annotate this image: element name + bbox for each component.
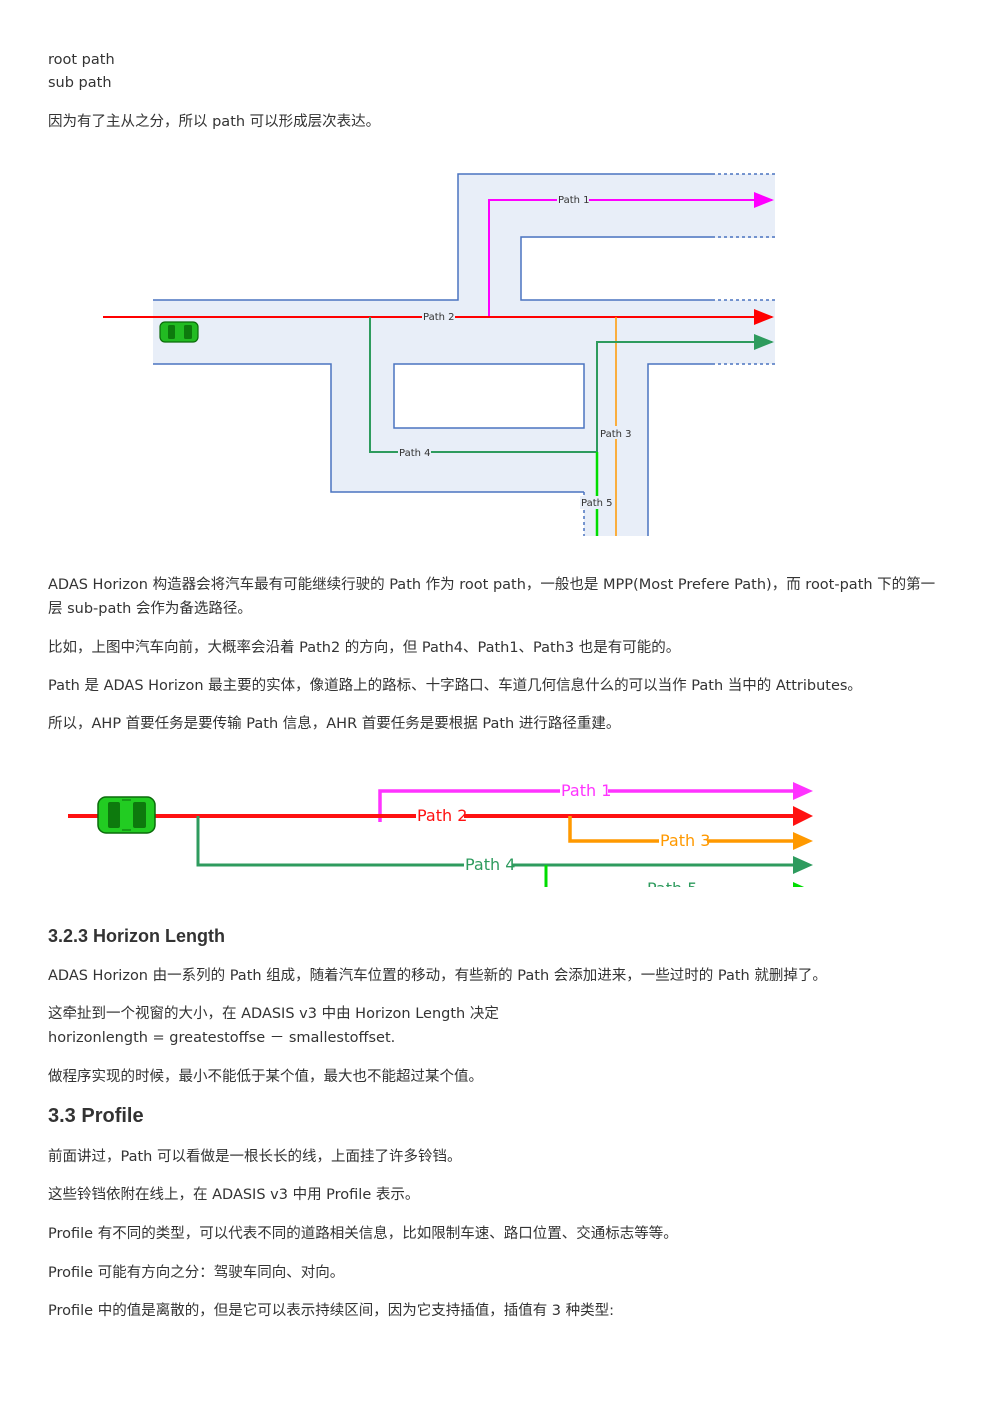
paragraph-implementation-limits: 做程序实现的时候，最小不能低于某个值，最大也不能超过某个值。 xyxy=(48,1069,483,1085)
tree-path-3-label: Path 3 xyxy=(660,831,710,850)
paragraph-profile-interpolation: Profile 中的值是离散的，但是它可以表示持续区间，因为它支持插值，插值有 … xyxy=(48,1303,615,1319)
intro-line-root-path: root path xyxy=(48,52,115,68)
path-4-label: Path 4 xyxy=(399,448,431,459)
section-title-horizon-length: 3.2.3 Horizon Length xyxy=(48,926,226,946)
path-2-label: Path 2 xyxy=(423,312,455,323)
paragraph-profile-intro: 前面讲过，Path 可以看做是一根长长的线，上面挂了许多铃铛。 xyxy=(48,1149,462,1165)
tree-path-2-label: Path 2 xyxy=(417,806,467,825)
horizon-length-formula: horizonlength = greatestoffse － smallest… xyxy=(48,1030,396,1046)
tree-path-3-arrow xyxy=(793,832,813,850)
car-icon xyxy=(97,796,156,834)
path-3-label: Path 3 xyxy=(600,429,632,440)
path-1-label: Path 1 xyxy=(558,195,590,206)
tree-path-1-line xyxy=(378,789,796,822)
tree-path-4-label: Path 4 xyxy=(465,855,515,874)
road-block-inner xyxy=(393,363,585,429)
paragraph-viewport-size: 这牵扯到一个视窗的大小，在 ADASIS v3 中由 Horizon Lengt… xyxy=(48,1006,499,1022)
paragraph-profile-bells: 这些铃铛依附在线上，在 ADASIS v3 中用 Profile 表示。 xyxy=(48,1187,420,1203)
paragraph-profile-direction: Profile 可能有方向之分：驾驶车同向、对向。 xyxy=(48,1265,345,1281)
paragraph-profile-types: Profile 有不同的类型，可以代表不同的道路相关信息，比如限制车速、路口位置… xyxy=(48,1226,678,1242)
car-icon xyxy=(159,321,199,343)
path-label-bg xyxy=(398,193,632,509)
section-title-profile: 3.3 Profile xyxy=(48,1105,144,1127)
tree-path-3-line xyxy=(568,816,796,843)
tree-path-1-label: Path 1 xyxy=(561,781,611,800)
tree-path-4-line xyxy=(196,816,796,867)
paragraph-root-path: ADAS Horizon 构造器会将汽车最有可能继续行驶的 Path 作为 ro… xyxy=(48,577,936,617)
intro-line-hierarchy: 因为有了主从之分，所以 path 可以形成层次表达。 xyxy=(48,114,381,130)
intro-line-sub-path: sub path xyxy=(48,75,112,91)
paragraph-example: 比如，上图中汽车向前，大概率会沿着 Path2 的方向，但 Path4、Path… xyxy=(48,640,681,656)
paragraph-ahp-ahr: 所以，AHP 首要任务是要传输 Path 信息，AHR 首要任务是要根据 Pat… xyxy=(48,716,621,732)
paragraph-attributes: Path 是 ADAS Horizon 最主要的实体，像道路上的路标、十字路口、… xyxy=(48,678,862,694)
path-tree-diagram: Path 1 Path 2 Path 3 Path 4 Path 5 xyxy=(68,780,813,890)
tree-path-5-arrow xyxy=(793,882,805,887)
road-paths-diagram: Path 1 Path 2 Path 3 Path 4 Path 5 xyxy=(103,173,775,536)
paragraph-horizon-composition: ADAS Horizon 由一系列的 Path 组成，随着汽车位置的移动，有些新… xyxy=(48,968,827,984)
tree-path-1-arrow xyxy=(793,782,813,800)
road-area xyxy=(153,174,775,536)
path-1-line xyxy=(488,192,774,317)
tree-path-4-arrow xyxy=(793,856,813,874)
path-5-label: Path 5 xyxy=(581,498,613,509)
tree-path-5-label: Path 5 xyxy=(647,879,697,890)
tree-path-2-arrow xyxy=(793,806,813,826)
